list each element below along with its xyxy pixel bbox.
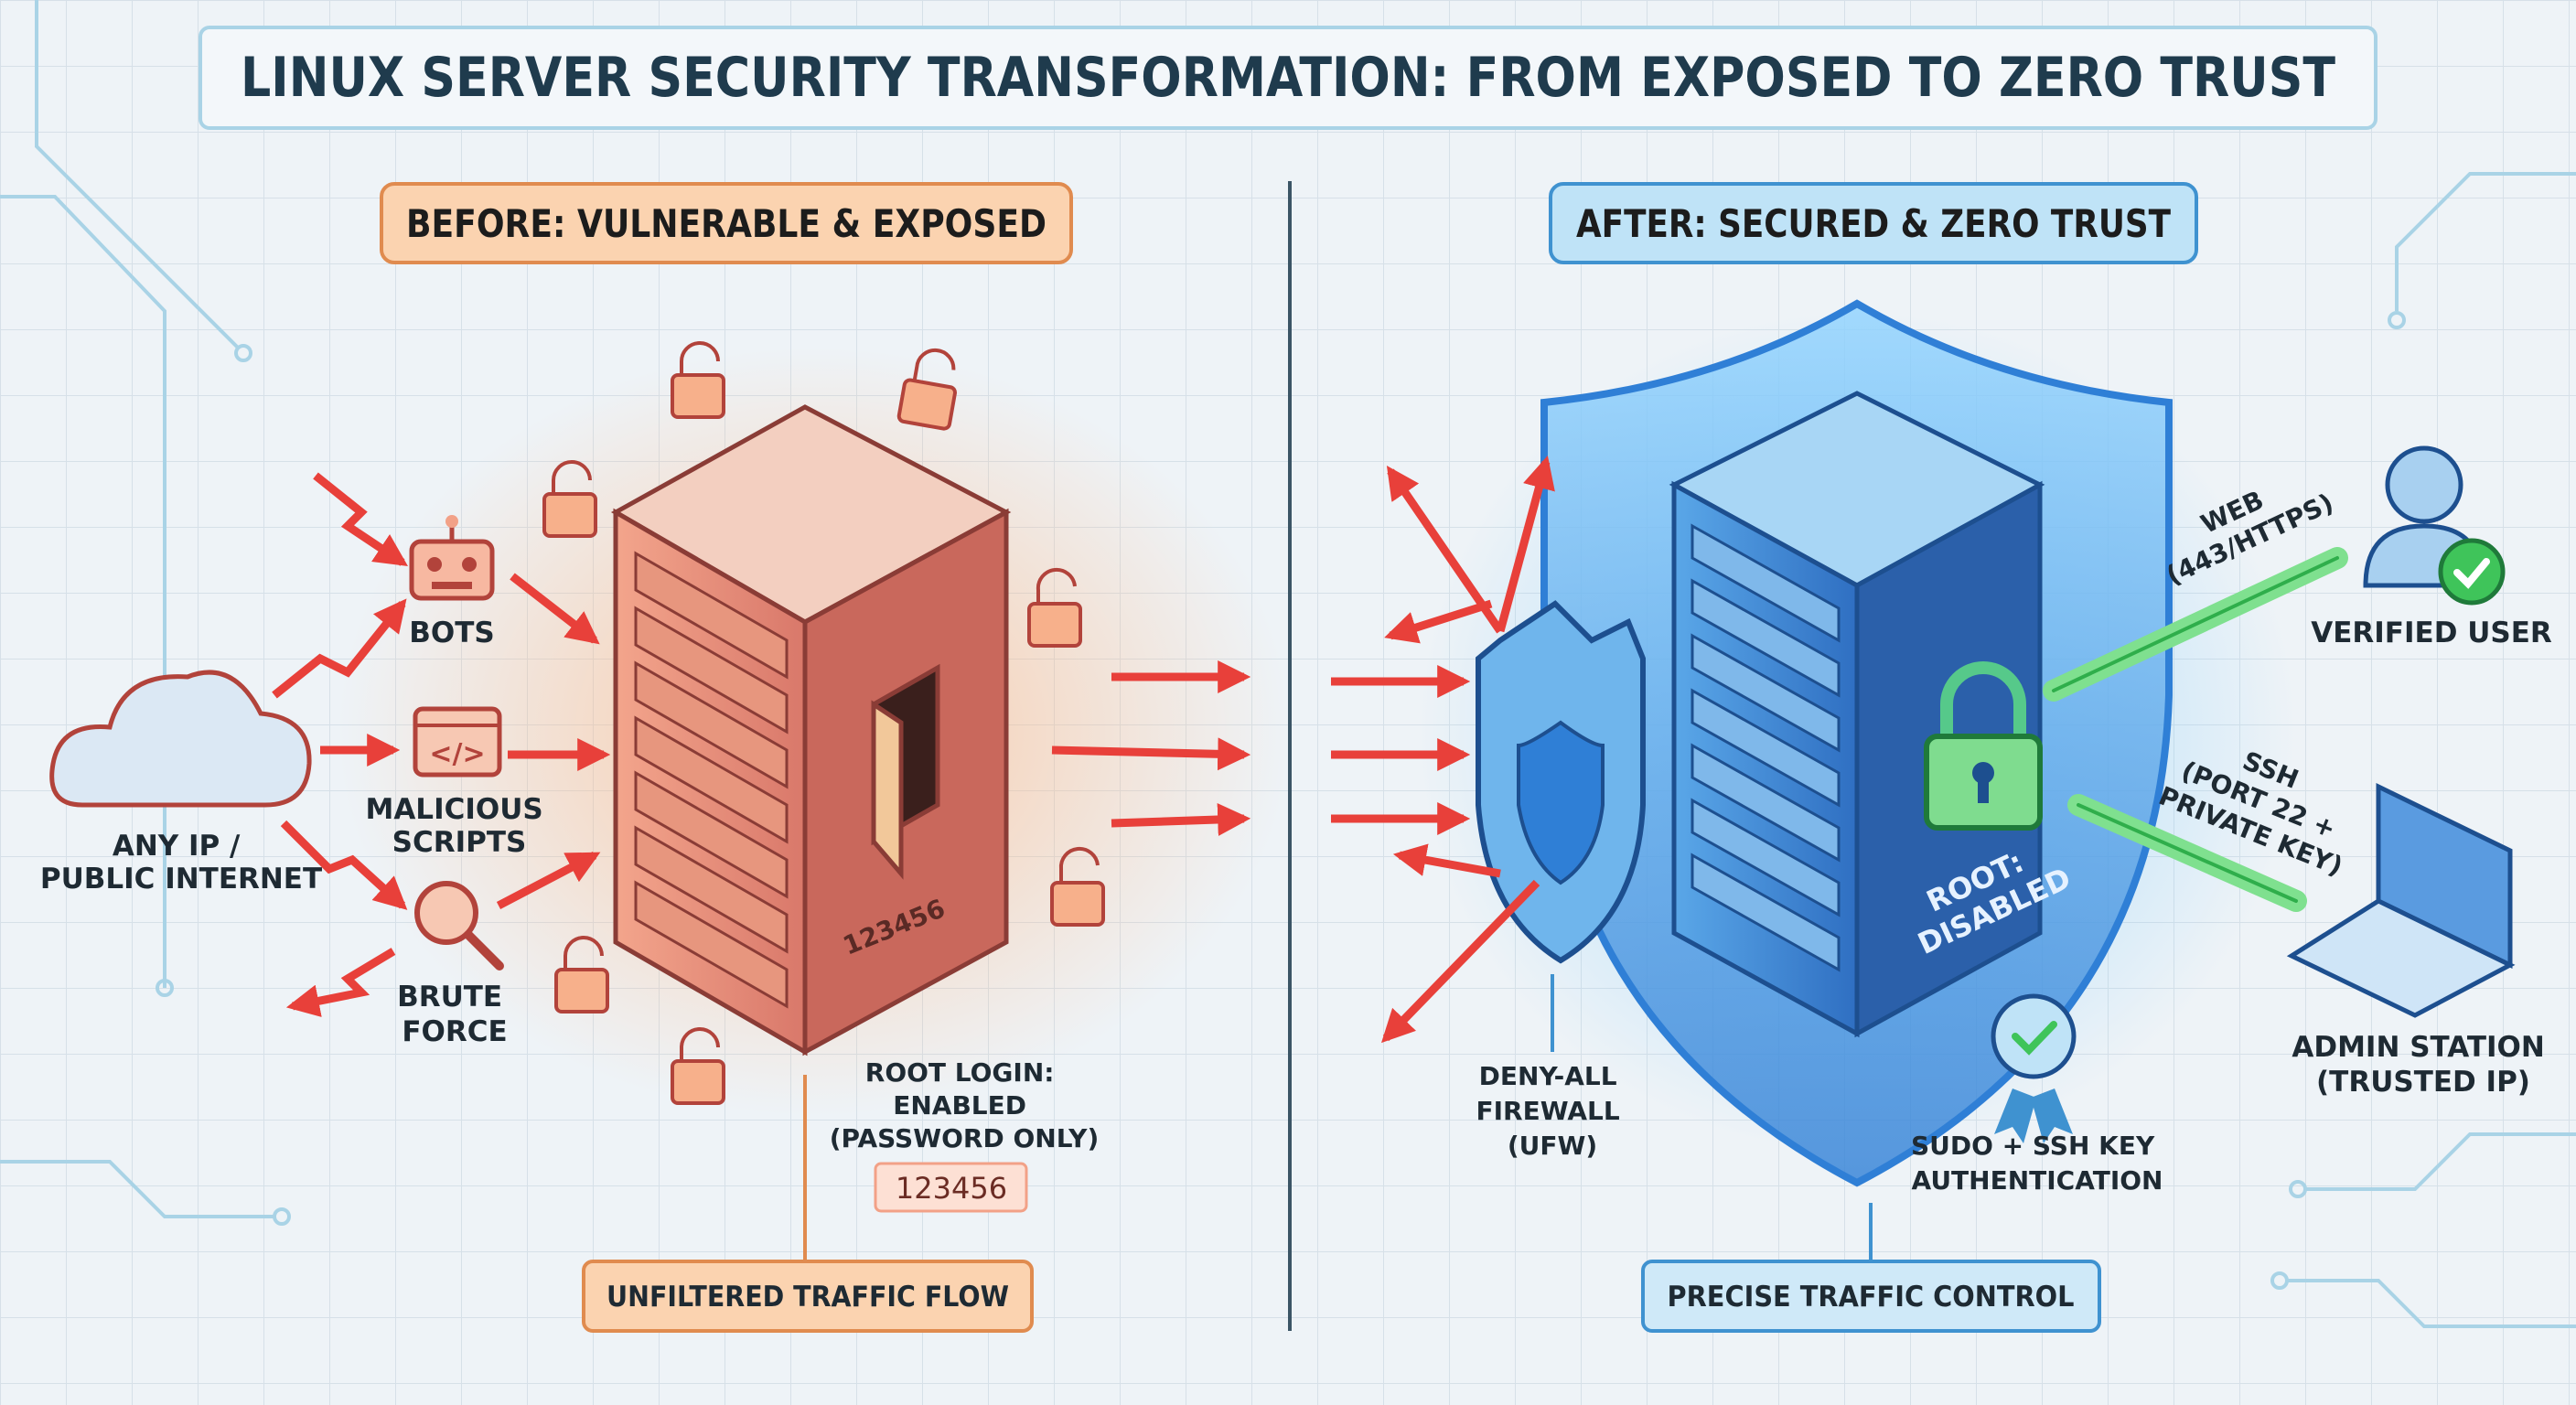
circuit-decoration: [0, 0, 2576, 1328]
attack-arrows: [272, 472, 1251, 1018]
firewall-label: DENY-ALL FIREWALL (UFW): [1476, 1061, 1629, 1161]
after-badge-box: [1549, 182, 2198, 264]
title-banner: LINUX SERVER SECURITY TRANSFORMATION: FR…: [199, 26, 2377, 130]
magnifier-icon: [414, 881, 504, 971]
blocked-arrows: [1331, 456, 1555, 1044]
page-title: LINUX SERVER SECURITY TRANSFORMATION: FR…: [241, 46, 2335, 110]
before-section: BEFORE: VULNERABLE & EXPOSED ANY IP / PU…: [40, 182, 1290, 1333]
verified-user-label: VERIFIED USER: [2311, 617, 2552, 649]
web-tunnel: [2043, 547, 2348, 702]
check-icon: [2438, 538, 2506, 606]
root-login-label: ROOT LOGIN: ENABLED (PASSWORD ONLY): [830, 1057, 1100, 1153]
after-footer: PRECISE TRAFFIC CONTROL: [1668, 1281, 2075, 1314]
source-label: ANY IP / PUBLIC INTERNET: [40, 830, 322, 896]
auth-label: SUDO + SSH KEY AUTHENTICATION: [1911, 1131, 2163, 1196]
ssh-tunnel: [2067, 794, 2307, 912]
exposed-server-icon: [610, 404, 1012, 1056]
cloud-icon: [49, 670, 312, 808]
malicious-scripts-label: MALICIOUS SCRIPTS: [365, 793, 553, 859]
bots-label: BOTS: [409, 617, 494, 649]
firewall-shield-icon: [1476, 600, 1646, 964]
before-badge: BEFORE: VULNERABLE & EXPOSED: [406, 201, 1046, 246]
brute-force-label: BRUTE FORCE: [397, 981, 512, 1048]
verified-user-icon: [2363, 445, 2506, 606]
robot-icon: [409, 515, 495, 601]
verified-badge-icon: [1991, 993, 2077, 1143]
code-script-icon: </>: [413, 706, 502, 778]
after-footer-box: [1641, 1260, 2101, 1333]
green-padlock-icon: [1924, 661, 2043, 831]
password-value: 123456: [896, 1171, 1007, 1206]
before-footer-box: [582, 1260, 1034, 1333]
laptop-icon: [2286, 783, 2516, 1018]
unlocked-padlock-icons: [542, 341, 1105, 1105]
before-badge-box: [380, 182, 1073, 264]
admin-station-label: ADMIN STATION (TRUSTED IP): [2292, 1031, 2554, 1099]
before-footer: UNFILTERED TRAFFIC FLOW: [606, 1281, 1009, 1314]
after-badge: AFTER: SECURED & ZERO TRUST: [1576, 201, 2171, 246]
svg-text:</>: </>: [429, 738, 485, 770]
secure-server-icon: [1669, 391, 2045, 1038]
after-section: AFTER: SECURED & ZERO TRUST ROOT: DISABL…: [1331, 182, 2554, 1333]
